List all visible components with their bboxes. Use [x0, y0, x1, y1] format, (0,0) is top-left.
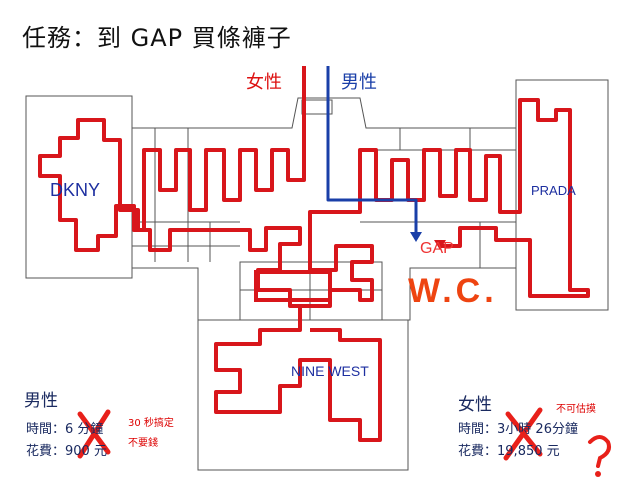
- cross-mark-female: [503, 407, 543, 461]
- female-note-time: 不可估摸: [556, 404, 596, 415]
- male-legend-label: 男性: [341, 72, 377, 93]
- female-time-row: 時間：3小時 26分鐘: [458, 418, 578, 437]
- question-mark-dot: [595, 471, 601, 477]
- male-note-cost: 不要錢: [128, 438, 158, 449]
- female-path-loop: [254, 270, 332, 302]
- female-path-nine-west: [214, 306, 382, 442]
- male-cost-row: 花費：900 元: [26, 440, 107, 459]
- nine-west-store-outline: [197, 319, 409, 471]
- female-cost-value: 19,850 元: [497, 444, 560, 459]
- female-cost-row: 花費：19,850 元: [458, 440, 560, 459]
- female-time-label: 時間：: [458, 422, 498, 437]
- male-time-value: 6 分鐘: [65, 422, 104, 437]
- store-label-dkny: DKNY: [50, 180, 101, 200]
- male-time-row: 時間：6 分鐘: [26, 418, 103, 437]
- male-cost-label: 花費：: [26, 444, 66, 459]
- female-cost-label: 花費：: [458, 444, 498, 459]
- female-time-value: 3小時 26分鐘: [497, 422, 578, 437]
- store-label-nine-west: NINE WEST: [291, 363, 369, 379]
- male-path-arrowhead: [410, 232, 422, 242]
- male-path: [326, 66, 418, 234]
- store-label-gap: GAP: [420, 240, 454, 257]
- male-note-time: 30 秒搞定: [128, 418, 174, 429]
- male-stats-heading: 男性: [24, 391, 58, 411]
- female-stats-heading: 女性: [458, 395, 492, 415]
- question-mark: [588, 435, 611, 468]
- cross-mark-male: [77, 409, 111, 459]
- male-cost-value: 900 元: [65, 444, 107, 459]
- female-legend-label: 女性: [246, 72, 282, 93]
- store-label-prada: PRADA: [531, 183, 576, 198]
- page-title: 任務：到 GAP 買條褲子: [22, 24, 292, 52]
- female-path-arrowhead: [434, 240, 446, 250]
- male-time-label: 時間：: [26, 422, 66, 437]
- restroom-label: W.C.: [408, 272, 498, 310]
